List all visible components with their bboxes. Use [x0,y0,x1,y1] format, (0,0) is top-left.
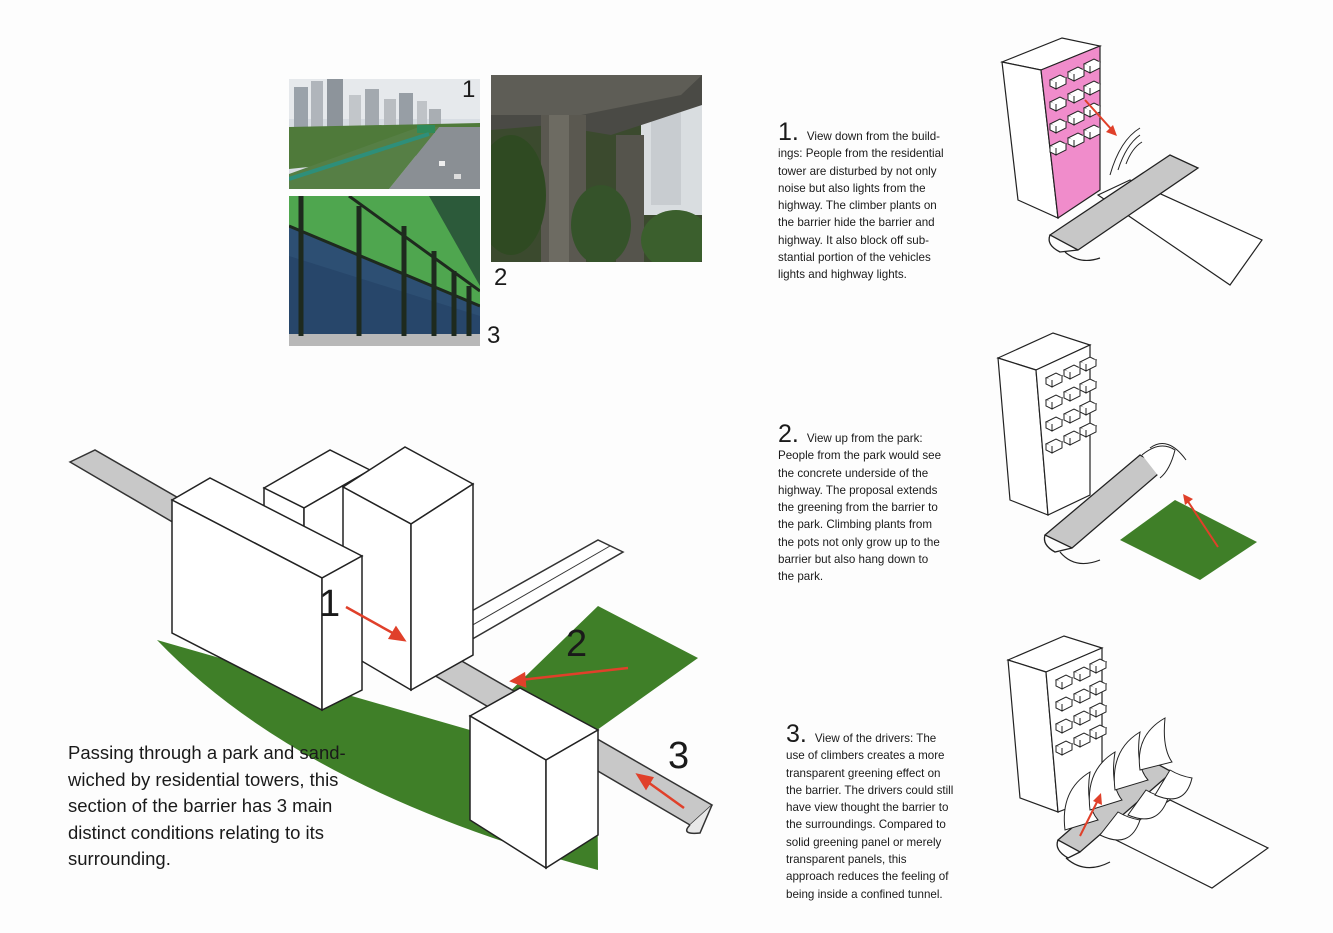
front-tower [468,687,600,870]
axon-label-3: 3 [668,735,690,777]
left-tower [170,477,364,712]
axon-label-2: 2 [566,623,588,665]
photo-underside [491,75,702,262]
photo-highway [289,79,480,189]
summary-text: Passing through a park and sand- wiched … [68,742,346,869]
diagram-view-from-park [996,332,1257,580]
photo-barrier-label: 3 [487,322,501,349]
condition-2-text: 2.View up from the park: People from the… [778,420,942,584]
photo-barrier [289,196,480,346]
photo-underside-label: 2 [494,264,508,291]
condition-3-text: 3.View of the drivers: The use of climbe… [786,720,954,901]
condition-2-number: 2. [778,420,799,448]
condition-3-number: 3. [786,720,807,748]
diagram-view-of-drivers [1006,635,1270,889]
condition-1-number: 1. [778,118,799,146]
photo-highway-label: 1 [462,76,476,103]
diagram-view-from-building [999,37,1263,286]
condition-1-text: 1.View down from the build- ings: People… [778,118,944,282]
axon-label-1: 1 [319,583,341,625]
